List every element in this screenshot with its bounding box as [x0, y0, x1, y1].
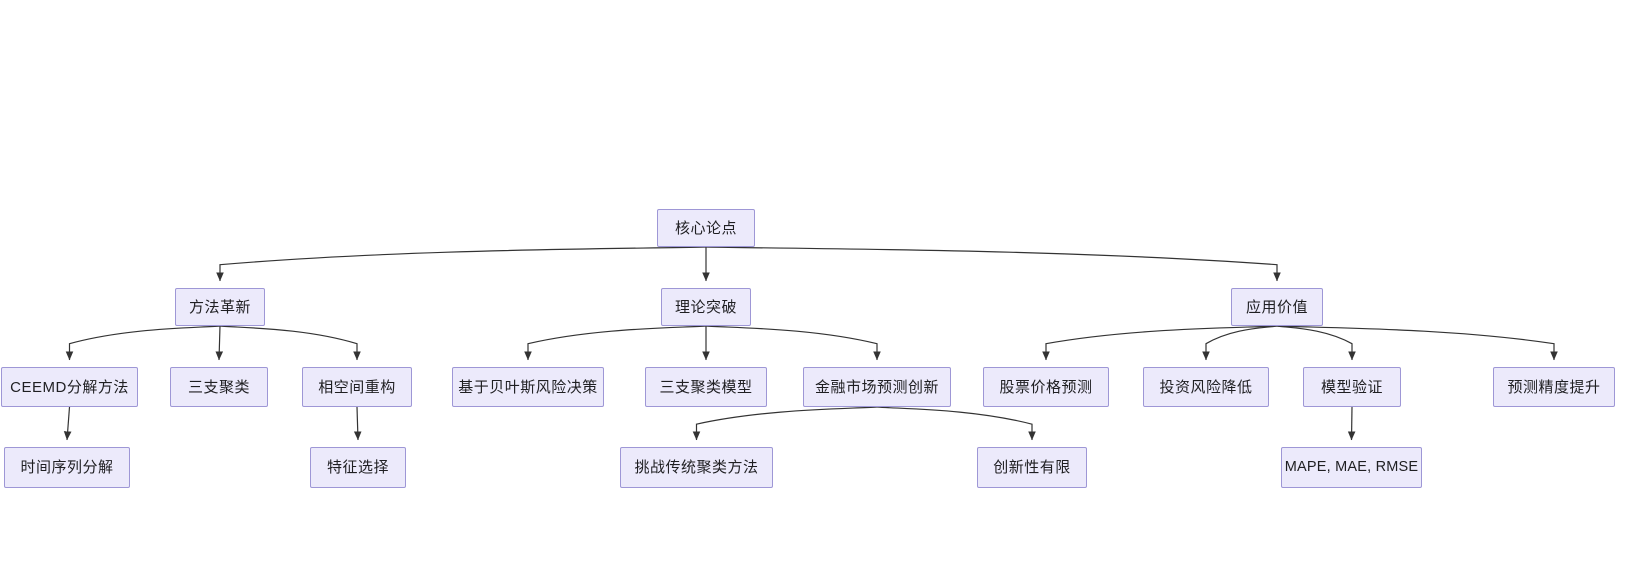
flowchart-node-bayes[interactable]: 基于贝叶斯风险决策 [452, 367, 604, 407]
flowchart-node-label: 时间序列分解 [20, 459, 114, 476]
flowchart-node-risk[interactable]: 投资风险降低 [1143, 367, 1269, 407]
flowchart-node-label: 三支聚类模型 [659, 378, 753, 396]
flowchart-node-phase[interactable]: 相空间重构 [302, 367, 412, 407]
flowchart-edge-ceemd-to-tsdecomp [63, 406, 72, 441]
flowchart-edge-theory-to-finance [705, 325, 881, 361]
flowchart-node-finance[interactable]: 金融市场预测创新 [803, 367, 951, 407]
flowchart-edge-phase-to-feature [353, 406, 362, 441]
flowchart-node-label: 投资风险降低 [1159, 378, 1253, 396]
flowchart-node-method[interactable]: 方法革新 [175, 288, 265, 326]
flowchart-edge-method-to-threecluster [215, 325, 224, 361]
flowchart-node-label: CEEMD分解方法 [10, 378, 129, 396]
flowchart-edge-application-to-accuracy [1276, 325, 1558, 361]
flowchart-node-tcmodel[interactable]: 三支聚类模型 [645, 367, 767, 407]
flowchart-node-application[interactable]: 应用价值 [1231, 288, 1323, 326]
flowchart-edge-application-to-stock [1042, 325, 1278, 361]
flowchart-edge-root-to-method [216, 246, 707, 282]
flowchart-node-accuracy[interactable]: 预测精度提升 [1493, 367, 1615, 407]
flowchart-edge-validate-to-metrics [1347, 406, 1356, 441]
flowchart-node-label: 三支聚类 [187, 378, 250, 396]
flowchart-node-label: 相空间重构 [318, 378, 396, 396]
flowchart-node-label: 预测精度提升 [1507, 378, 1601, 396]
flowchart-edge-application-to-validate [1276, 325, 1356, 361]
flowchart-node-label: 股票价格预测 [999, 378, 1093, 396]
flowchart-node-label: 挑战传统聚类方法 [634, 459, 759, 476]
flowchart-node-label: MAPE, MAE, RMSE [1284, 459, 1419, 476]
flowchart-node-stock[interactable]: 股票价格预测 [983, 367, 1109, 407]
flowchart-node-label: 特征选择 [326, 459, 389, 476]
flowchart-node-limited[interactable]: 创新性有限 [977, 447, 1087, 488]
flowchart-edge-application-to-risk [1202, 325, 1278, 361]
flowchart-edge-root-to-application [705, 246, 1281, 282]
flowchart-node-tsdecomp[interactable]: 时间序列分解 [4, 447, 130, 488]
flowchart-edge-method-to-ceemd [65, 325, 221, 361]
flowchart-node-feature[interactable]: 特征选择 [310, 447, 406, 488]
flowchart-node-label: 应用价值 [1245, 298, 1308, 316]
flowchart-node-label: 理论突破 [674, 298, 737, 316]
flowchart-node-challenge[interactable]: 挑战传统聚类方法 [620, 447, 773, 488]
flowchart-node-root[interactable]: 核心论点 [657, 209, 755, 247]
flowchart-node-label: 金融市场预测创新 [814, 378, 939, 396]
flowchart-node-label: 基于贝叶斯风险决策 [458, 378, 598, 396]
flowchart-node-label: 模型验证 [1320, 378, 1383, 396]
flowchart-node-validate[interactable]: 模型验证 [1303, 367, 1401, 407]
flowchart-node-label: 创新性有限 [993, 459, 1071, 476]
flowchart-node-theory[interactable]: 理论突破 [661, 288, 751, 326]
flowchart-node-metrics[interactable]: MAPE, MAE, RMSE [1281, 447, 1422, 488]
flowchart-edge-finance-to-challenge [692, 406, 878, 441]
flowchart-node-label: 核心论点 [674, 219, 737, 237]
flowchart-edge-theory-to-bayes [524, 325, 707, 361]
flowchart-node-ceemd[interactable]: CEEMD分解方法 [1, 367, 138, 407]
flowchart-node-threecluster[interactable]: 三支聚类 [170, 367, 268, 407]
flowchart-edge-method-to-phase [219, 325, 361, 361]
flowchart-node-label: 方法革新 [188, 298, 251, 316]
flowchart-edge-finance-to-limited [876, 406, 1036, 441]
